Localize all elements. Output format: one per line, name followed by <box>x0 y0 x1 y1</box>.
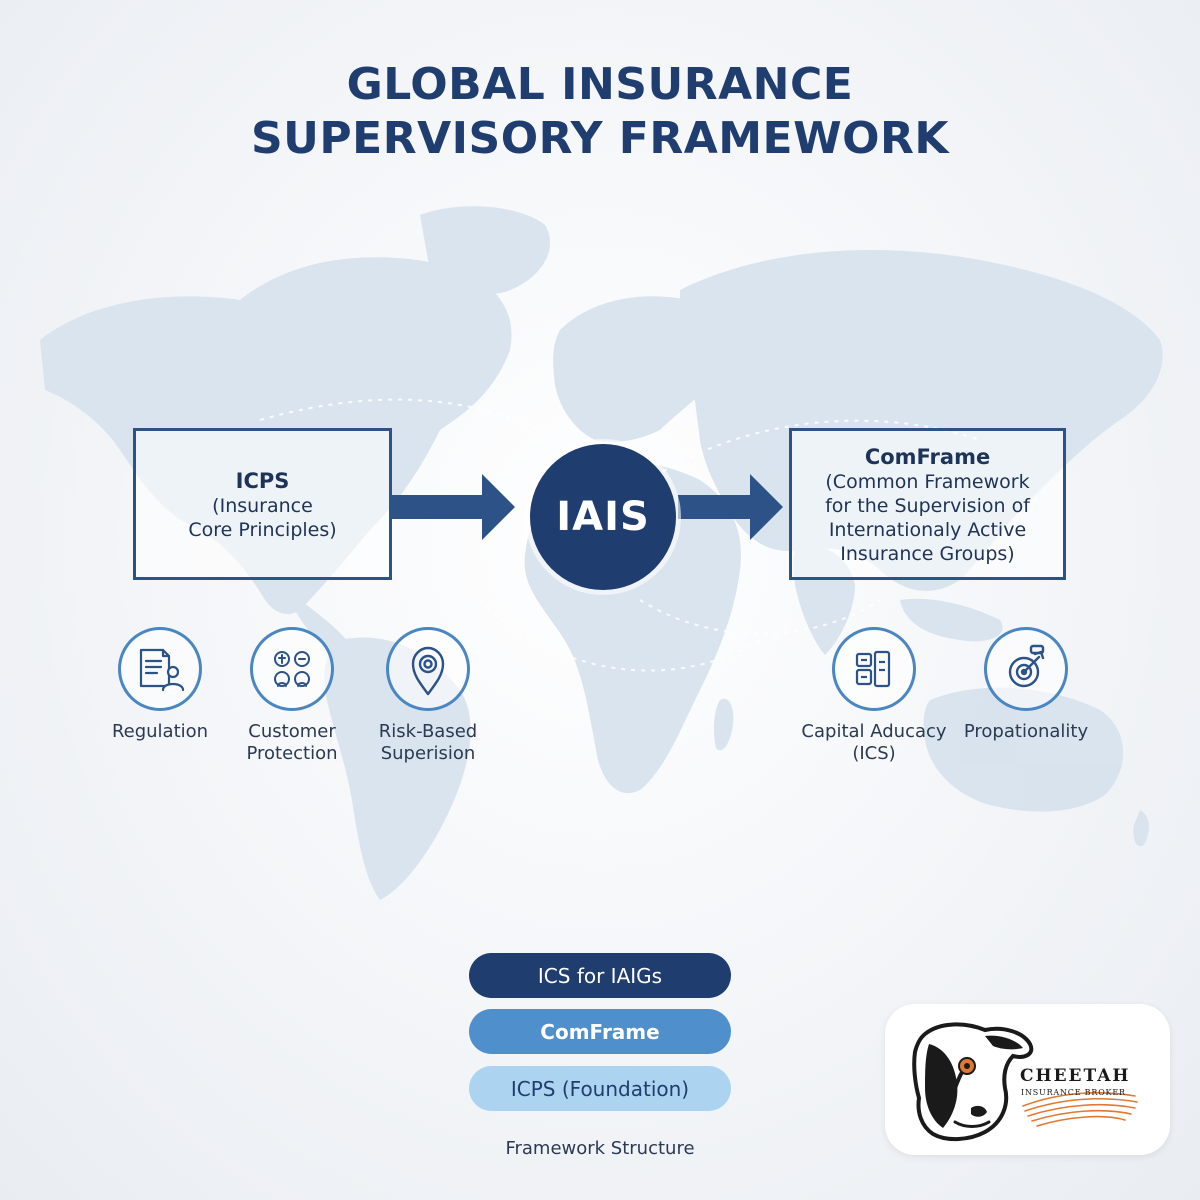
pillar-risk-based-supervision-label: Risk-Based Superision <box>348 721 508 765</box>
pillar-customer-protection-label: Customer Protection <box>212 721 372 765</box>
icps-heading: ICPS <box>235 469 290 493</box>
structure-caption: Framework Structure <box>505 1138 695 1159</box>
icps-line-2: Core Principles) <box>188 519 337 541</box>
structure-tier-ics-label: ICS for IAIGs <box>537 963 663 988</box>
page-title-line-2: SUPERVISORY FRAMEWORK <box>250 113 950 164</box>
target-icon <box>1008 644 1045 688</box>
pillar-capital-adequacy <box>832 627 916 711</box>
pillar-risk-based-supervision-line-2: Superision <box>380 743 476 764</box>
pillar-risk-based-supervision <box>386 627 470 711</box>
logo-name: CHEETAH <box>1020 1066 1131 1086</box>
pillar-regulation-label: Regulation <box>80 721 240 743</box>
pillar-regulation <box>118 627 202 711</box>
icps-line-1: (Insurance <box>212 495 313 517</box>
cheetah-head-icon <box>912 1022 1138 1141</box>
map-connection-arc <box>639 599 881 635</box>
map-madagascar <box>713 698 734 751</box>
iais-label: IAIS <box>556 494 650 540</box>
pillar-capital-adequacy-line-2: (ICS) <box>852 743 896 764</box>
pillar-proportionality-line-1: Propationality <box>963 721 1089 742</box>
icps-box: ICPS (Insurance Core Principles) <box>133 428 392 580</box>
pillar-proportionality-label: Propationality <box>946 721 1106 743</box>
iais-circle: IAIS <box>530 444 676 590</box>
pillar-customer-protection-line-1: Customer <box>248 721 336 742</box>
location-pin-icon <box>411 646 445 696</box>
structure-tier-ics: ICS for IAIGs <box>469 953 731 998</box>
pillar-capital-adequacy-label: Capital Aducacy (ICS) <box>794 721 954 765</box>
comframe-line-3: Internationaly Active <box>828 519 1027 541</box>
capital-blocks-icon <box>855 650 891 688</box>
comframe-line-1: (Common Framework <box>825 471 1030 493</box>
pillar-customer-protection-line-2: Protection <box>246 743 338 764</box>
map-new-zealand <box>1133 810 1149 847</box>
map-greenland <box>420 206 551 295</box>
comframe-line-2: for the Supervision of <box>825 495 1030 517</box>
pillar-proportionality <box>984 627 1068 711</box>
logo-subtitle: INSURANCE BROKER <box>1021 1088 1126 1097</box>
comframe-line-4: Insurance Groups) <box>840 543 1015 565</box>
page-title: GLOBAL INSURANCE SUPERVISORY FRAMEWORK <box>0 58 1200 166</box>
structure-tier-icps: ICPS (Foundation) <box>469 1066 731 1111</box>
pillar-capital-adequacy-line-1: Capital Aducacy <box>801 721 947 742</box>
comframe-box: ComFrame (Common Framework for the Super… <box>789 428 1066 580</box>
structure-tier-comframe-label: ComFrame <box>540 1019 660 1044</box>
pillar-risk-based-supervision-line-1: Risk-Based <box>378 721 478 742</box>
document-person-icon <box>139 648 185 692</box>
map-connection-arc <box>479 599 761 672</box>
group-people-icon <box>274 651 310 687</box>
structure-tier-comframe: ComFrame <box>469 1009 731 1054</box>
page-title-line-1: GLOBAL INSURANCE <box>346 59 854 110</box>
map-australia <box>923 687 1124 812</box>
map-southeast-asia <box>900 598 1003 642</box>
structure-tier-icps-label: ICPS (Foundation) <box>510 1076 690 1101</box>
comframe-heading: ComFrame <box>864 445 991 469</box>
pillar-regulation-line-1: Regulation <box>111 721 209 742</box>
cheetah-logo-card: CHEETAH INSURANCE BROKER <box>885 1004 1170 1155</box>
pillar-customer-protection <box>250 627 334 711</box>
